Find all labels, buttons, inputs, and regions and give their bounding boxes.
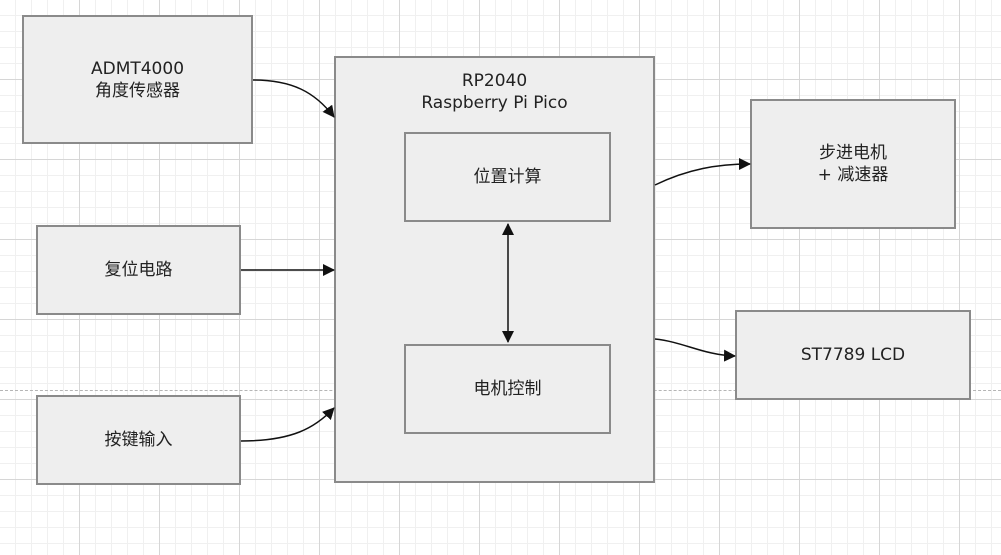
arrow-sensor-to-mcu [252,79,335,118]
position-calc-block[interactable]: 位置计算 [404,132,611,222]
arrow-mcu-to-stepper [654,158,751,186]
arrow-button-to-mcu [240,407,335,442]
button-input-block[interactable]: 按键输入 [36,395,241,485]
position-calc-label: 位置计算 [473,167,542,187]
sensor-name: ADMT4000 [90,58,185,79]
motor-control-label: 电机控制 [473,379,542,399]
gear-reducer-label: + 减速器 [817,165,889,185]
button-input-label: 按键输入 [104,430,173,450]
lcd-block[interactable]: ST7789 LCD [735,310,971,400]
sensor-block[interactable]: ADMT4000 角度传感器 [22,15,253,144]
mcu-board-name: Raspberry Pi Pico [421,93,568,113]
lcd-label: ST7789 LCD [800,345,906,365]
mcu-chip-name: RP2040 [461,71,528,91]
motor-control-block[interactable]: 电机控制 [404,344,611,434]
reset-circuit-label: 复位电路 [104,260,173,280]
stepper-motor-block[interactable]: 步进电机 + 减速器 [750,99,956,229]
sensor-description: 角度传感器 [95,80,180,101]
mcu-title: RP2040 Raspberry Pi Pico [336,70,653,114]
arrow-mcu-to-lcd [654,338,736,362]
reset-circuit-block[interactable]: 复位电路 [36,225,241,315]
stepper-motor-label: 步进电机 [819,143,887,163]
